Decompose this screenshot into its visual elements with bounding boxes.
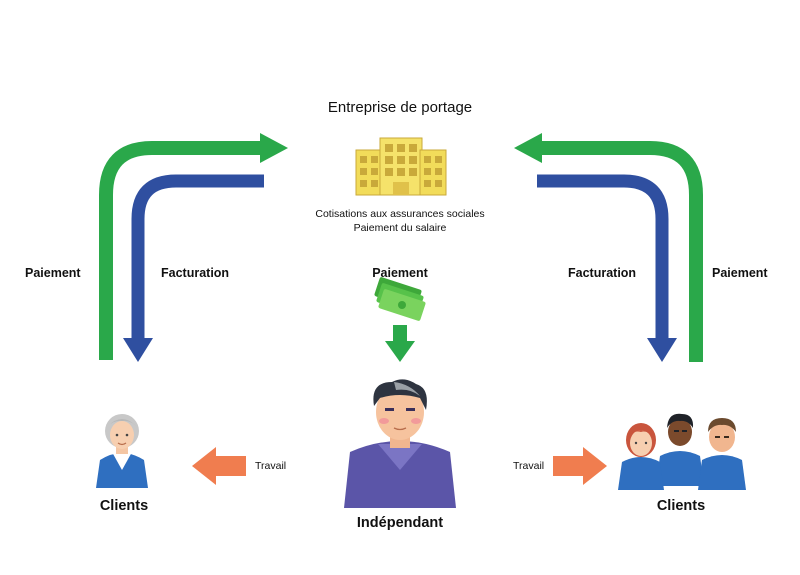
money-bills-icon [374, 277, 426, 321]
left-payment-label: Paiement [25, 266, 81, 280]
elderly-client-icon [96, 414, 148, 488]
right-invoicing-label: Facturation [568, 266, 637, 280]
client-group-icon [618, 413, 746, 490]
right-payment-arrow [514, 133, 703, 362]
left-work-arrow [192, 447, 246, 485]
center-payment-arrow [385, 325, 415, 362]
company-note-social-contributions: Cotisations aux assurances sociales [315, 208, 485, 220]
right-payment-label: Paiement [712, 266, 768, 280]
independent-worker-icon [344, 379, 456, 508]
right-clients-label: Clients [656, 498, 706, 514]
company-note-salary-payment: Paiement du salaire [353, 222, 447, 234]
right-invoicing-arrow [537, 174, 677, 362]
left-work-label: Travail [255, 460, 287, 472]
company-title: Entreprise de portage [327, 99, 473, 116]
left-payment-arrow [99, 133, 288, 360]
independent-label: Indépendant [356, 515, 444, 531]
building-icon [355, 137, 447, 196]
left-invoicing-arrow [123, 174, 264, 362]
right-work-arrow [553, 447, 607, 485]
left-clients-label: Clients [99, 498, 149, 514]
right-work-label: Travail [513, 460, 545, 472]
center-payment-label: Paiement [372, 266, 428, 280]
left-invoicing-label: Facturation [161, 266, 230, 280]
